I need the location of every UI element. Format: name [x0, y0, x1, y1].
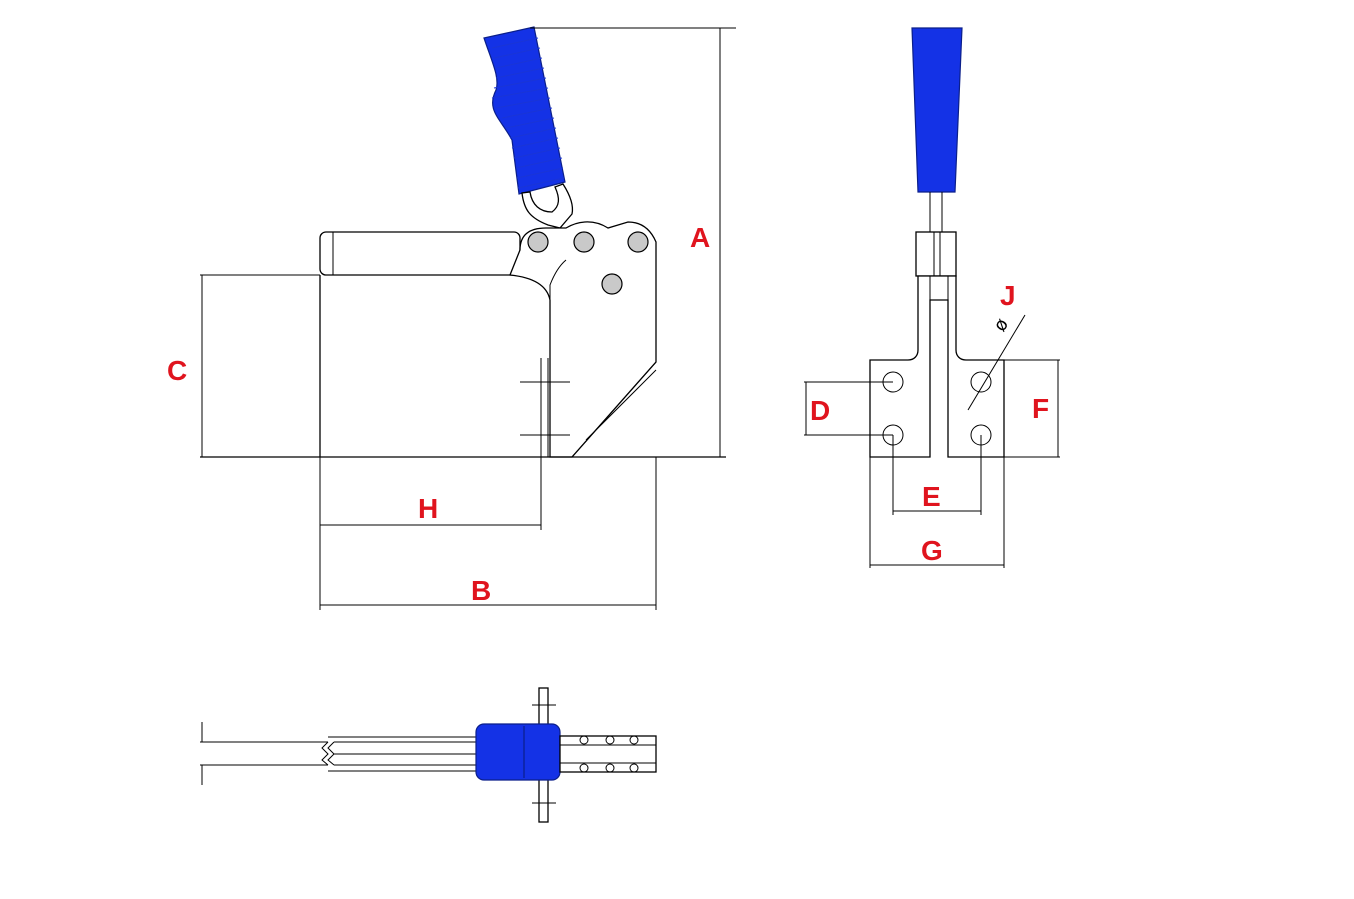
pivot-pin [527, 231, 549, 253]
label-d: D [810, 395, 830, 426]
handle-shank [521, 183, 574, 229]
side-view-dimensions [201, 27, 736, 610]
side-handle [483, 26, 566, 195]
label-f: F [1032, 393, 1049, 424]
side-view [200, 26, 726, 530]
mounting-hole [970, 371, 992, 393]
front-view-dimensions [804, 314, 1060, 568]
front-handle [911, 27, 963, 193]
pivot-pin [627, 231, 649, 253]
front-base-plate [869, 275, 1005, 458]
top-handle-block [475, 723, 561, 781]
label-g: G [921, 535, 943, 566]
label-e: E [922, 481, 941, 512]
front-hinge-block [915, 231, 957, 277]
diameter-symbol: ø [989, 315, 1013, 335]
top-linkage [559, 735, 657, 773]
clamp-arm [319, 231, 521, 276]
front-view [869, 27, 1005, 458]
label-b: B [471, 575, 491, 606]
top-view [200, 687, 657, 823]
pivot-pin [573, 231, 595, 253]
clamp-body [509, 221, 657, 458]
pivot-pin [601, 273, 623, 295]
label-a: A [690, 222, 710, 253]
label-c: C [167, 355, 187, 386]
dimension-labels: A B C D E F G H J ø [167, 222, 1049, 606]
label-j: J [1000, 280, 1016, 311]
label-h: H [418, 493, 438, 524]
